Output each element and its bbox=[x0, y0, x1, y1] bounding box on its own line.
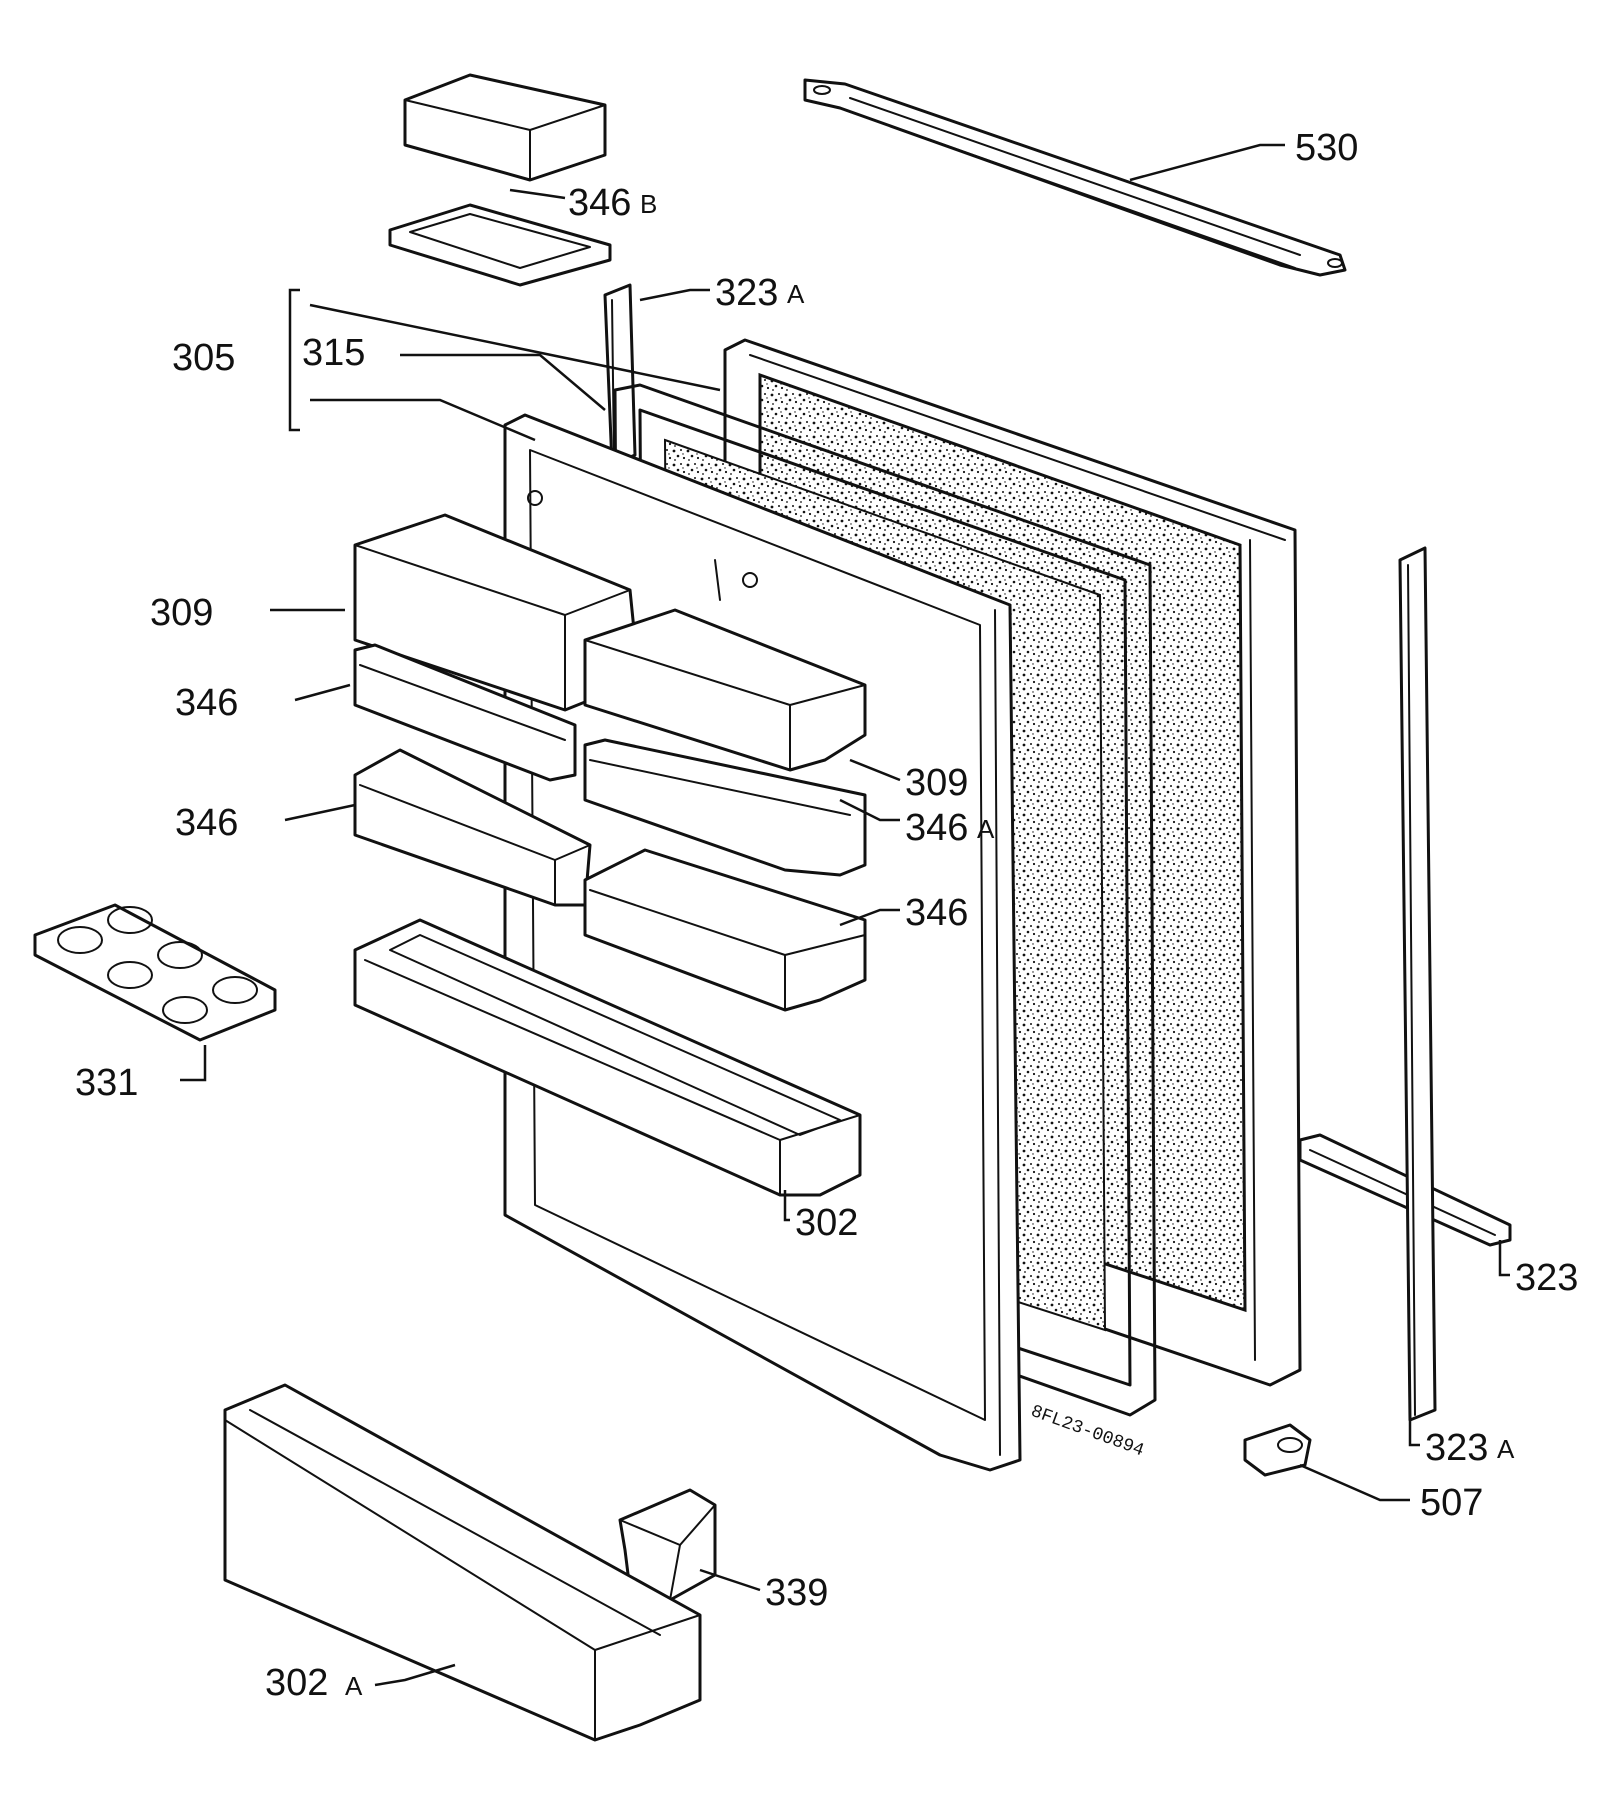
part-331-egg-tray bbox=[33, 903, 277, 1042]
label-302: 302 bbox=[795, 1202, 858, 1244]
label-315: 315 bbox=[302, 332, 365, 374]
label-302a-suffix: A bbox=[345, 1671, 363, 1701]
label-346-middle-right: 346 bbox=[905, 892, 968, 934]
label-305: 305 bbox=[172, 337, 235, 379]
part-309-right-cover bbox=[583, 608, 867, 772]
label-346a-suffix: A bbox=[977, 814, 995, 844]
part-346-middle-left-shelf bbox=[353, 748, 592, 907]
label-339: 339 bbox=[765, 1572, 828, 1614]
part-323a-top-strip bbox=[603, 283, 637, 467]
part-530-top-hinge-bar bbox=[803, 78, 1347, 277]
label-346b: 346 bbox=[568, 182, 631, 224]
callout-labels: 530 346 B 323 A 305 315 309 346 346 309 … bbox=[75, 127, 1578, 1704]
label-323a-bottom-suffix: A bbox=[1497, 1434, 1515, 1464]
part-302a-bottle-shelf bbox=[223, 1383, 702, 1742]
label-309-right: 309 bbox=[905, 762, 968, 804]
label-323a-top-suffix: A bbox=[787, 279, 805, 309]
label-302a: 302 bbox=[265, 1662, 328, 1704]
label-507: 507 bbox=[1420, 1482, 1483, 1524]
label-530: 530 bbox=[1295, 127, 1358, 169]
label-309-left: 309 bbox=[150, 592, 213, 634]
part-339-bottle-holder bbox=[618, 1488, 717, 1602]
part-346-upper-left-shelf bbox=[353, 643, 577, 782]
label-323a-bottom: 323 bbox=[1425, 1427, 1488, 1469]
drawing-stamp-text: 8FL23-00894 bbox=[1028, 1402, 1147, 1461]
label-346-upper-left: 346 bbox=[175, 682, 238, 724]
part-323-bottom-bar bbox=[1298, 1133, 1512, 1247]
part-346a-upper-right-shelf bbox=[583, 738, 867, 877]
leader-lines bbox=[180, 143, 1510, 1687]
label-346a: 346 bbox=[905, 807, 968, 849]
label-346-middle-left: 346 bbox=[175, 802, 238, 844]
label-323: 323 bbox=[1515, 1257, 1578, 1299]
part-507-hinge-pin bbox=[1243, 1423, 1312, 1477]
part-302-door-shelf bbox=[353, 918, 862, 1197]
part-346-middle-right-shelf bbox=[583, 848, 867, 1012]
part-346b-butter-compartment bbox=[388, 73, 612, 287]
label-323a-top: 323 bbox=[715, 272, 778, 314]
label-346b-suffix: B bbox=[640, 189, 657, 219]
part-323a-right-strip bbox=[1398, 546, 1437, 1422]
label-331: 331 bbox=[75, 1062, 138, 1104]
